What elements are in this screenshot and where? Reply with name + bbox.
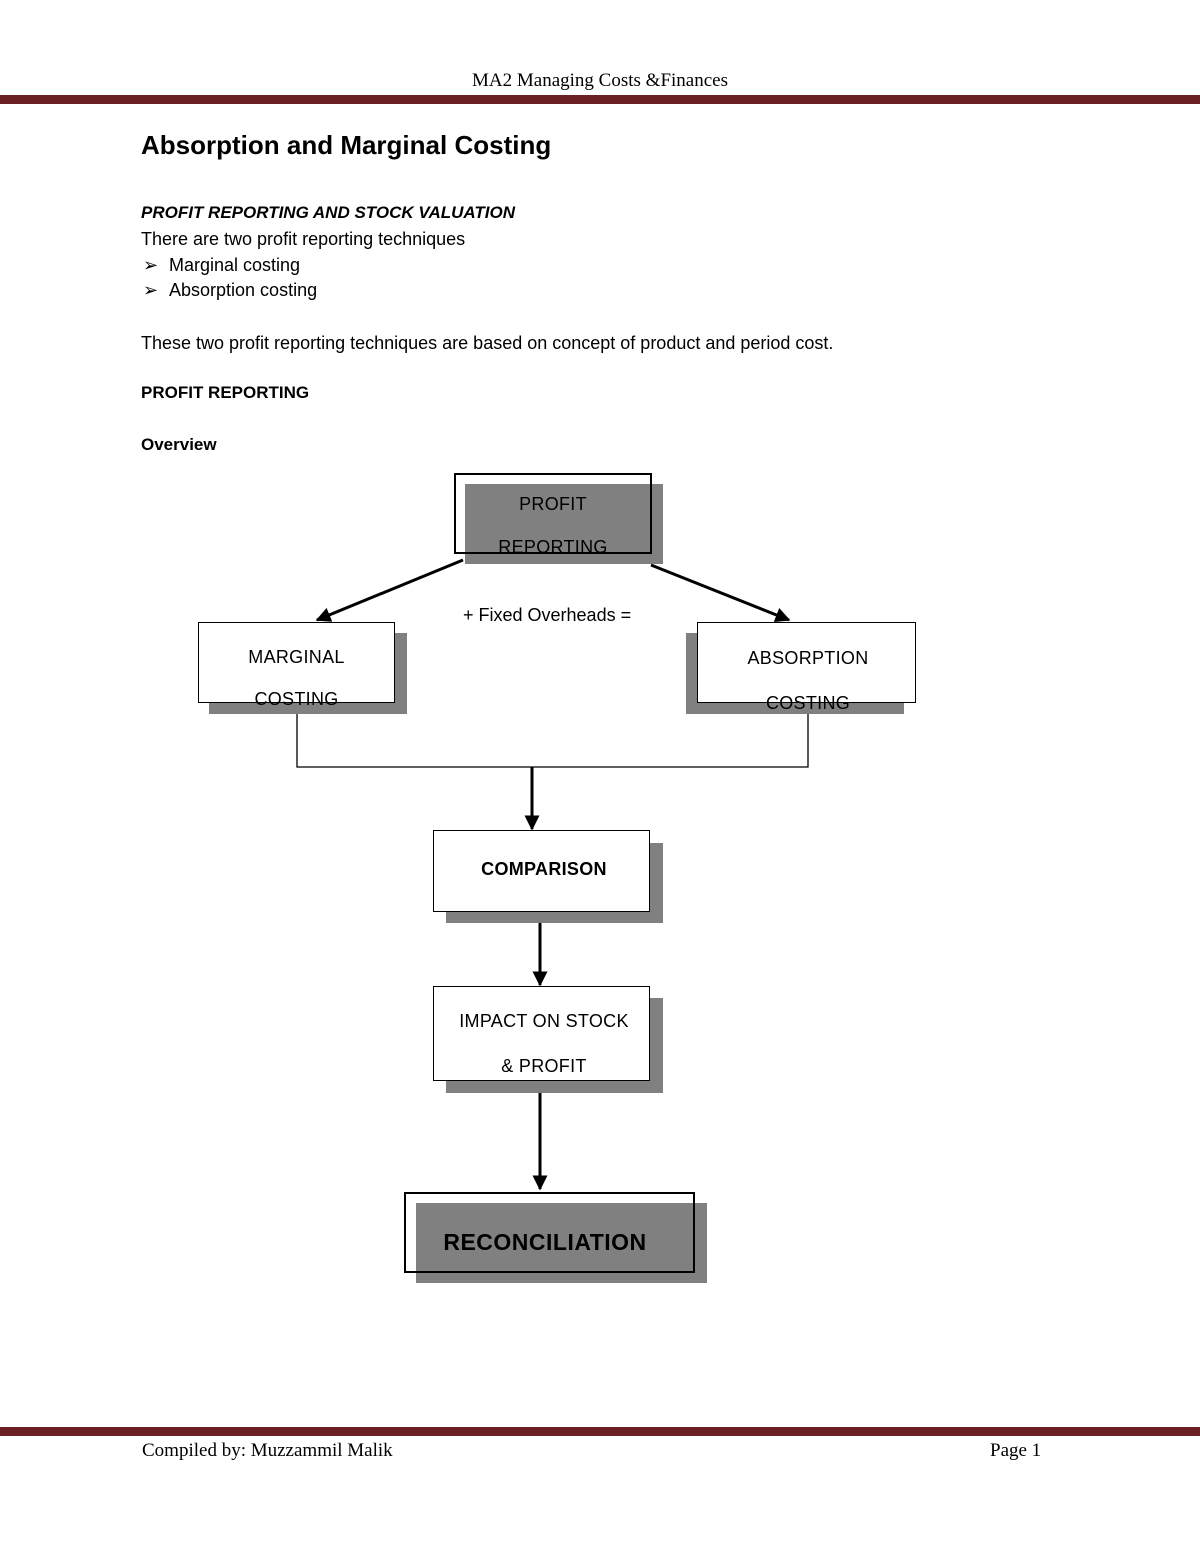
footer-rule <box>0 1427 1200 1436</box>
profit-reporting-label: PROFIT REPORTING <box>454 483 652 569</box>
fixed-overheads-label: + Fixed Overheads = <box>463 605 632 625</box>
profit-reporting-line1: PROFIT <box>519 494 587 514</box>
impact-box <box>433 986 650 1081</box>
arrow-bullet-icon: ➢ <box>143 280 159 300</box>
comparison-box <box>433 830 650 912</box>
footer-compiled-by: Compiled by: Muzzammil Malik <box>142 1440 393 1461</box>
overview-heading: Overview <box>141 435 217 454</box>
marginal-costing-line1: MARGINAL <box>248 647 345 667</box>
intro-text: There are two profit reporting technique… <box>141 229 466 249</box>
impact-label: IMPACT ON STOCK & PROFIT <box>433 999 655 1089</box>
concept-text: These two profit reporting techniques ar… <box>141 333 834 353</box>
profit-reporting-heading: PROFIT REPORTING <box>141 383 310 402</box>
merge-connector <box>296 714 809 768</box>
marginal-costing-line2: COSTING <box>254 689 339 709</box>
top-box-shadow <box>465 484 663 564</box>
footer-page-number: Page 1 <box>990 1440 1042 1461</box>
bullet-text: Absorption costing <box>169 280 318 300</box>
section-heading: PROFIT REPORTING AND STOCK VALUATION <box>141 203 516 222</box>
comparison-label: COMPARISON <box>481 859 607 879</box>
reconciliation-label: RECONCILIATION <box>443 1229 647 1255</box>
header-rule <box>0 95 1200 104</box>
document-title: Absorption and Marginal Costing <box>141 130 552 160</box>
absorption-costing-label: ABSORPTION COSTING <box>697 636 919 726</box>
page-header-title: MA2 Managing Costs &Finances <box>472 70 728 91</box>
arrow-to-absorption <box>650 563 791 622</box>
impact-line1: IMPACT ON STOCK <box>459 1011 629 1031</box>
profit-reporting-box <box>454 473 652 554</box>
profit-reporting-line2: REPORTING <box>498 537 608 557</box>
bullet-text: Marginal costing <box>169 255 301 275</box>
marginal-costing-box <box>198 622 395 703</box>
impact-line2: & PROFIT <box>501 1056 587 1076</box>
list-item: ➢ Absorption costing <box>143 280 317 301</box>
absorption-costing-line1: ABSORPTION <box>747 648 869 668</box>
reconciliation-box <box>404 1192 695 1273</box>
arrow-bullet-icon: ➢ <box>143 255 159 275</box>
absorption-costing-line2: COSTING <box>765 693 851 713</box>
arrow-to-marginal <box>315 558 464 622</box>
list-item: ➢ Marginal costing <box>143 255 300 276</box>
absorption-costing-box <box>697 622 916 703</box>
marginal-costing-label: MARGINAL COSTING <box>198 636 395 720</box>
reconciliation-box-shadow <box>416 1203 707 1283</box>
